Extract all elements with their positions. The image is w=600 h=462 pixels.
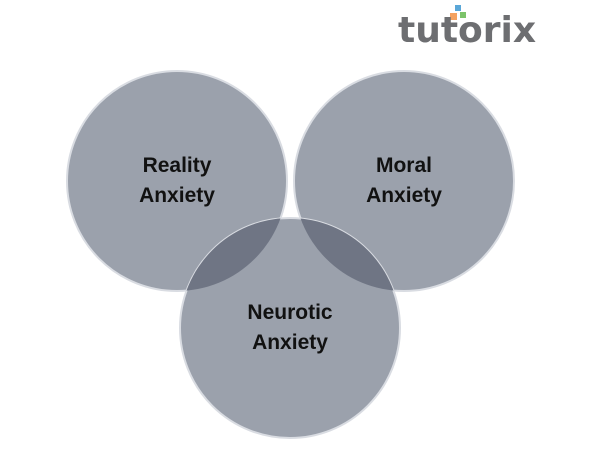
logo-text: tutorix <box>398 10 536 51</box>
logo: tutorix <box>398 5 536 51</box>
logo-square-blue <box>455 5 461 11</box>
label-reality: Reality <box>143 154 212 177</box>
label-neurotic-anxiety: Anxiety <box>252 331 328 354</box>
overlap-reality-neurotic <box>180 218 287 291</box>
logo-square-green <box>460 12 466 18</box>
label-neurotic: Neurotic <box>247 301 333 324</box>
label-reality-anxiety: Anxiety <box>139 184 215 207</box>
label-moral: Moral <box>376 154 432 177</box>
logo-square-orange <box>450 13 457 20</box>
label-moral-anxiety: Anxiety <box>366 184 442 207</box>
overlap-moral-neurotic <box>294 218 400 291</box>
